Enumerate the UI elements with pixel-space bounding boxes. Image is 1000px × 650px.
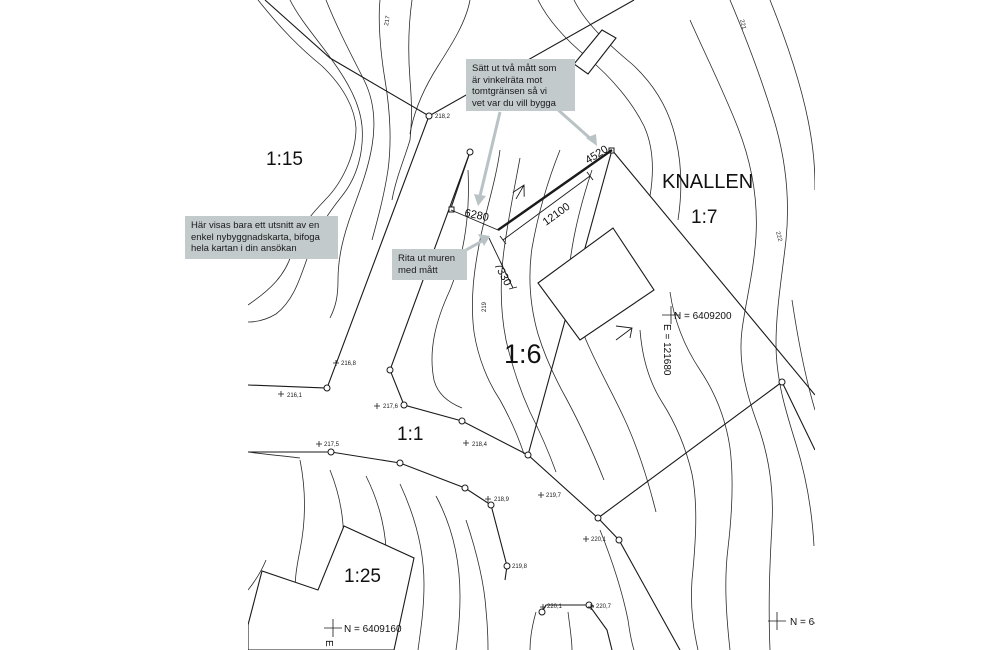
spot-height: 217,6 — [383, 404, 399, 410]
contour-label: 217 — [384, 15, 392, 27]
east-coordinate: E = 121680 — [661, 324, 672, 376]
callout-pointers — [465, 106, 597, 252]
lower-building — [248, 525, 415, 650]
grid-crosses — [324, 306, 786, 637]
spot-height: 216,1 — [287, 393, 303, 399]
dimension-12100: 12100 — [541, 201, 573, 229]
slope-label-1-15: 1:15 — [266, 149, 303, 170]
spot-height: 220,1 — [591, 537, 607, 543]
spot-height: 218,4 — [472, 442, 488, 448]
north-coordinate-lower: N = 6409160 — [344, 624, 402, 635]
contour-label: 219 — [482, 301, 488, 312]
spot-height: 217,5 — [324, 442, 340, 448]
spot-height-marks — [278, 360, 594, 610]
slope-label-1-25: 1:25 — [344, 566, 381, 587]
spot-height: 219,8 — [512, 564, 528, 570]
contour-label: 221 — [738, 19, 747, 31]
dimension-7330: 7330 — [491, 261, 513, 288]
boundary-points — [323, 112, 786, 616]
place-name: KNALLEN — [662, 171, 753, 193]
slope-label-1-1: 1:1 — [397, 424, 423, 445]
planned-house — [537, 227, 655, 341]
spot-height: 219,7 — [546, 493, 562, 499]
wall-hint-callout: Rita ut muren med mått — [392, 249, 467, 280]
measure-hint-callout: Sätt ut två mått som är vinkelräta mot t… — [466, 59, 575, 111]
spot-height: 220,1 — [547, 604, 563, 610]
dimension-6280: 6280 — [463, 207, 489, 224]
map-canvas: KNALLEN 1:15 1:7 1:6 1:1 1:25 217 221 22… — [248, 0, 815, 650]
north-coordinate: N = 6409200 — [674, 311, 732, 322]
dimension-lines — [450, 149, 613, 290]
east-coordinate-lower: E — [323, 640, 334, 647]
dimension-4520: 4520 — [583, 143, 610, 166]
slope-arrows — [512, 184, 633, 341]
north-coordinate-edge: N = 64 — [790, 617, 815, 628]
spot-height: 216,8 — [341, 361, 357, 367]
slope-label-1-6: 1:6 — [504, 339, 542, 369]
excerpt-hint-callout: Här visas bara ett utsnitt av en enkel n… — [185, 216, 338, 259]
contour-lines — [248, 0, 815, 650]
contour-label: 222 — [774, 231, 783, 243]
shed-outline — [573, 29, 617, 75]
spot-height: 218,9 — [494, 497, 510, 503]
spot-height: 218,2 — [435, 114, 451, 120]
spot-height: 220,7 — [596, 604, 612, 610]
slope-label-1-7: 1:7 — [691, 207, 717, 228]
